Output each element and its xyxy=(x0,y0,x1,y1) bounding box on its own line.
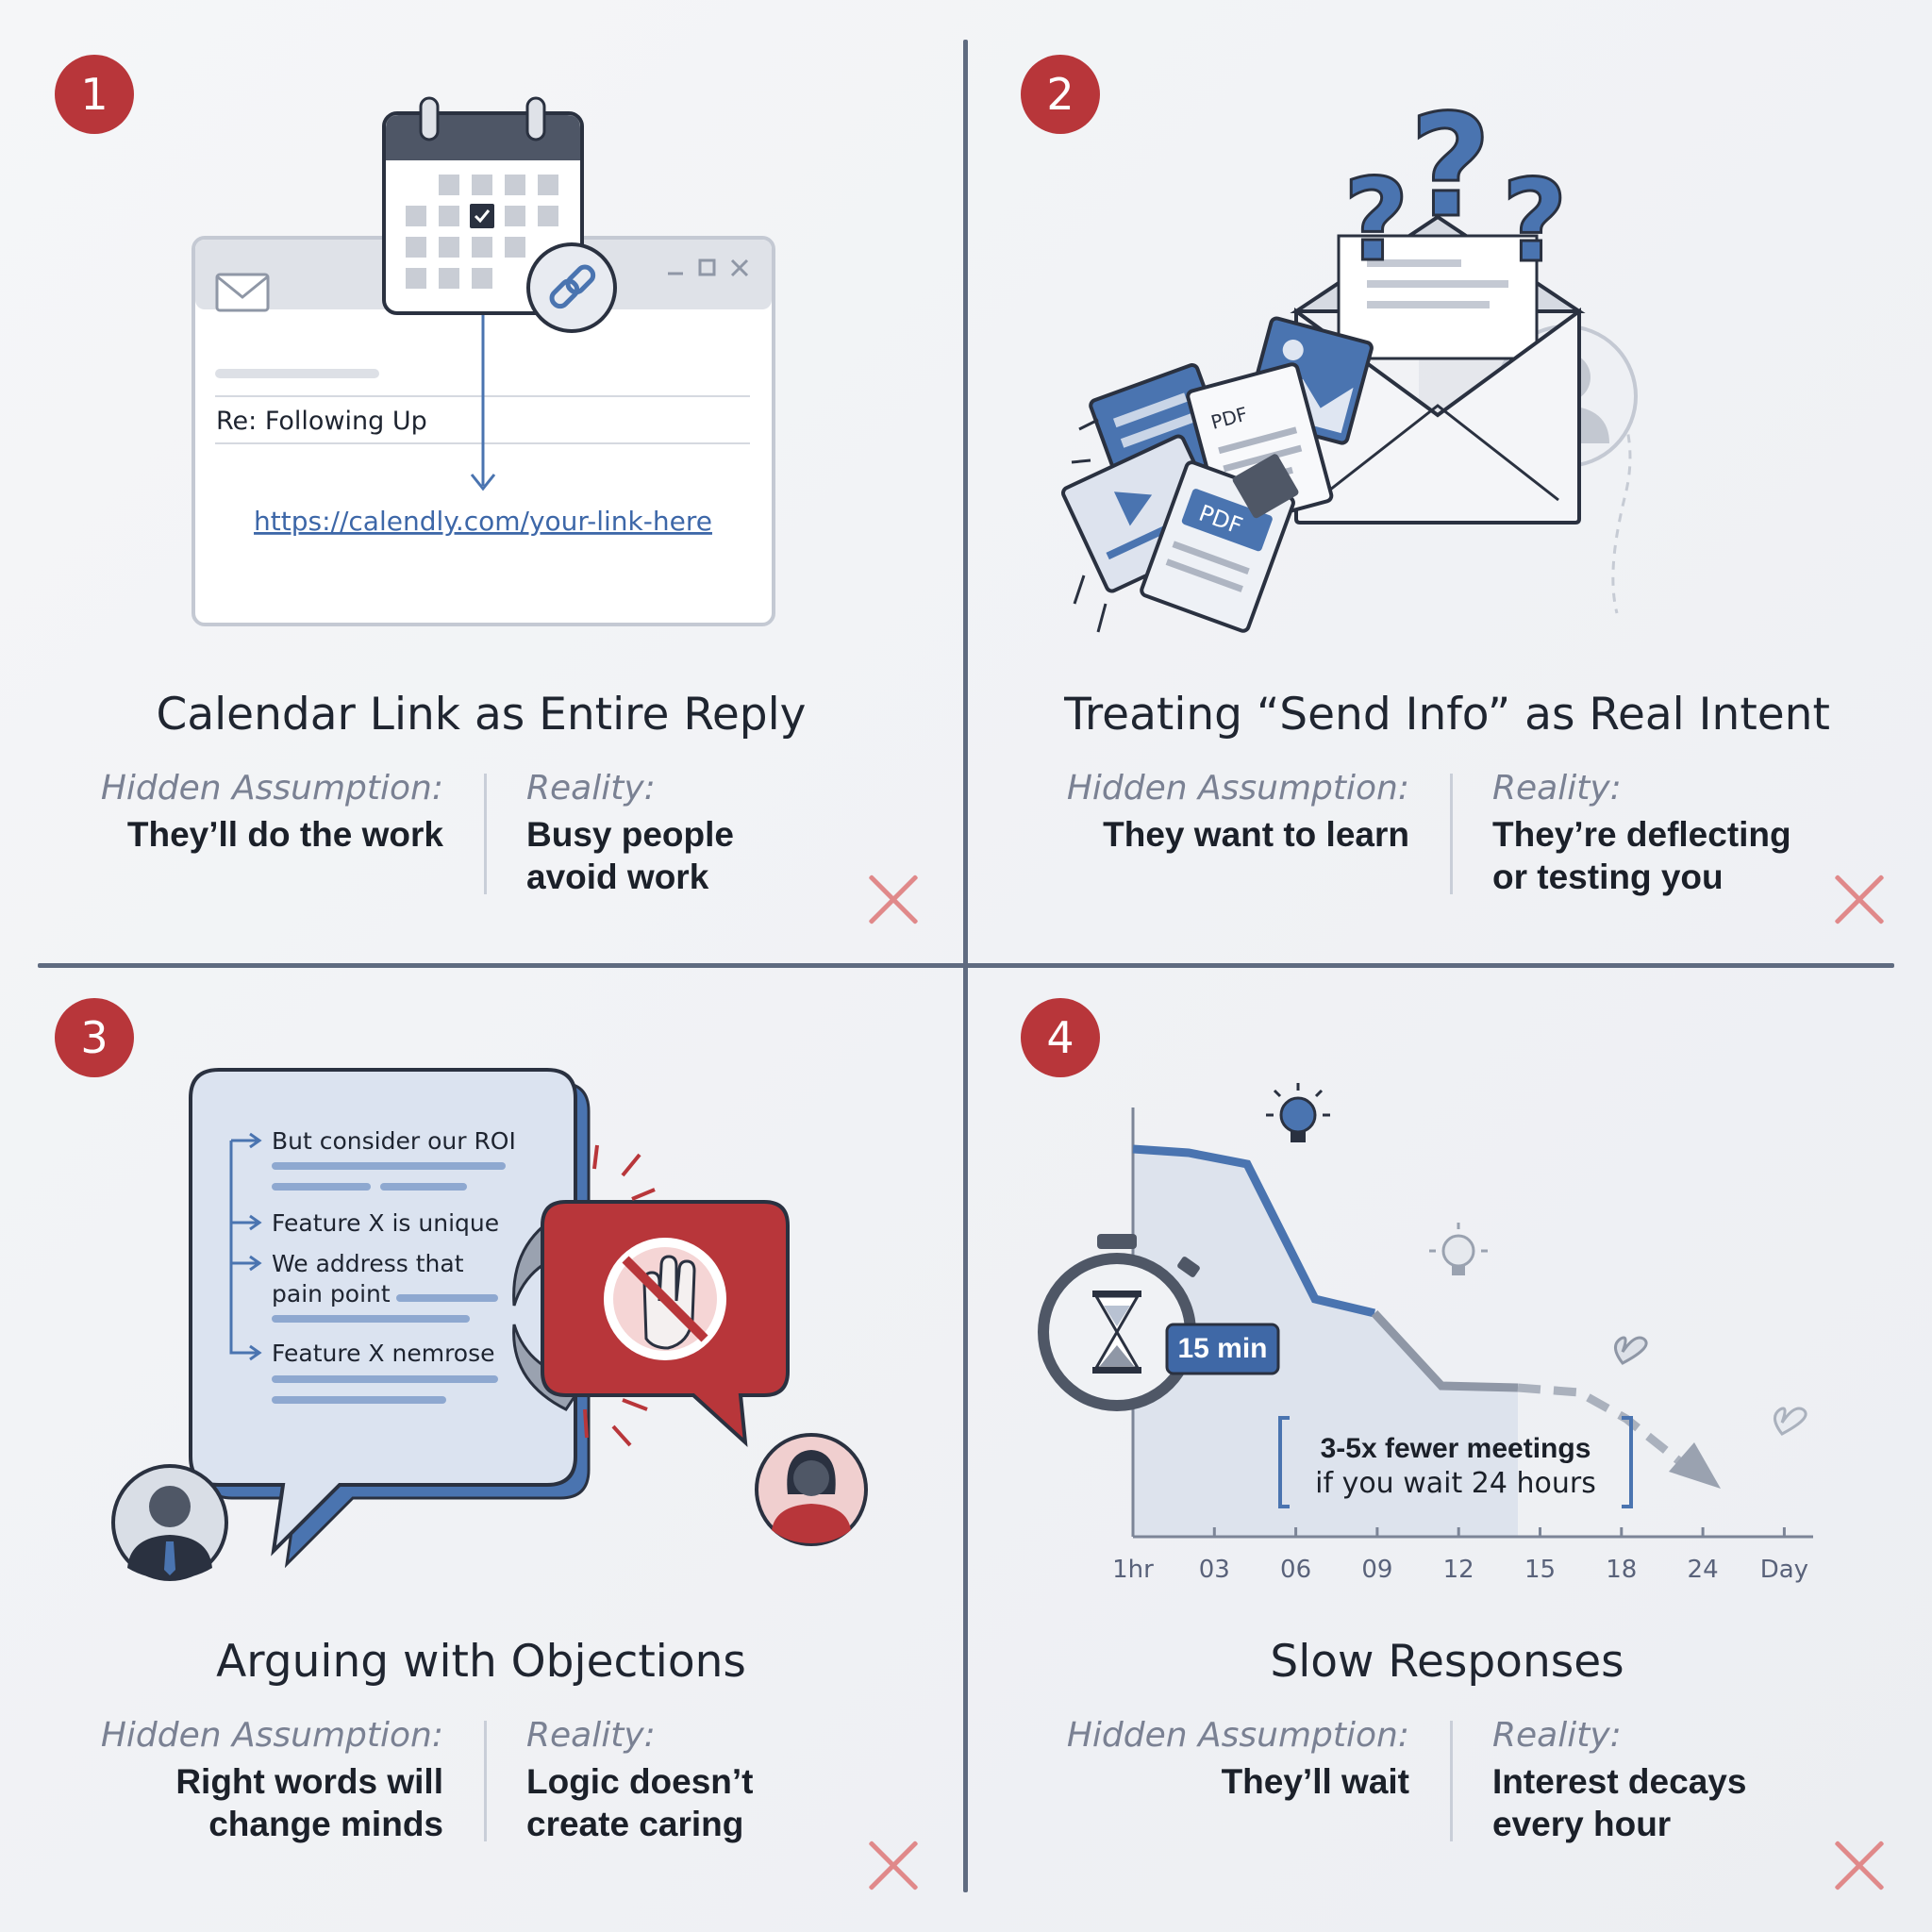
reality: Reality: Logic doesn’t create caring xyxy=(526,1716,941,1845)
argument-bubbles-illustration: But consider our ROI Feature X is unique… xyxy=(111,1068,868,1581)
dim-lightbulb-icon xyxy=(1429,1223,1488,1275)
decay-line-dashed xyxy=(1517,1383,1686,1468)
reality-line: every hour xyxy=(1492,1805,1672,1843)
panel-title: Arguing with Objections xyxy=(216,1636,746,1688)
arrow-icon xyxy=(1669,1442,1721,1489)
heart-icon xyxy=(1614,1336,1648,1365)
reality: Reality: Busy people avoid work xyxy=(526,769,941,898)
interest-decay-chart: 1hr 03 06 09 12 15 18 24 Day xyxy=(1038,1083,1813,1584)
reality-line: Logic doesn’t xyxy=(526,1762,754,1801)
link-icon xyxy=(526,242,617,333)
assumption-line: Right words will xyxy=(175,1762,443,1801)
x-tick-label: 18 xyxy=(1606,1556,1637,1584)
assumption-text: They’ll wait xyxy=(1221,1762,1409,1801)
hidden-assumption: Hidden Assumption: They’ll wait xyxy=(1023,1716,1409,1803)
x-mark-icon xyxy=(866,873,921,927)
x-tick-label: 09 xyxy=(1361,1556,1392,1584)
reality-label: Reality: xyxy=(1492,1716,1622,1755)
decay-line-mid xyxy=(1371,1309,1519,1392)
callout-line: 3-5x fewer meetings xyxy=(1321,1433,1591,1464)
decay-line-high xyxy=(1132,1144,1376,1318)
hidden-assumption: Hidden Assumption: They want to learn xyxy=(1023,769,1409,856)
callout-box: 3-5x fewer meetings if you wait 24 hours xyxy=(1278,1416,1633,1508)
x-mark-icon xyxy=(1832,1839,1887,1893)
panel-title: Treating “Send Info” as Real Intent xyxy=(1064,689,1830,741)
reality-line: or testing you xyxy=(1492,858,1724,896)
x-tick-label: 12 xyxy=(1443,1556,1474,1584)
panel-send-info: 2 ? ? ? xyxy=(966,0,1928,962)
assumption-label: Hidden Assumption: xyxy=(1066,769,1409,808)
x-tick-label: 15 xyxy=(1524,1556,1556,1584)
envelope-icon xyxy=(215,273,270,312)
callout-line: if you wait 24 hours xyxy=(1315,1467,1596,1500)
x-mark-icon xyxy=(1832,873,1887,927)
reality: Reality: Interest decays every hour xyxy=(1492,1716,1907,1845)
reality-line: They’re deflecting xyxy=(1492,815,1791,854)
calendar-icon xyxy=(382,96,584,315)
reality-label: Reality: xyxy=(526,1716,656,1755)
panel-number-badge: 2 xyxy=(1021,55,1100,134)
hidden-assumption: Hidden Assumption: They’ll do the work xyxy=(57,769,443,856)
x-tick-label: 24 xyxy=(1688,1556,1719,1584)
column-separator xyxy=(484,774,487,894)
bubble-line: Feature X nemrose xyxy=(272,1340,495,1367)
question-marks-icon: ? ? ? xyxy=(1342,84,1570,290)
stop-hand-icon xyxy=(604,1238,726,1360)
man-avatar xyxy=(111,1464,228,1581)
assumption-label: Hidden Assumption: xyxy=(100,769,443,808)
email-calendar-illustration: Re: Following Up https://calendly.com/yo… xyxy=(192,96,775,626)
reality-line: avoid work xyxy=(526,858,709,896)
bubble-line: But consider our ROI xyxy=(272,1127,516,1155)
panel-slow-responses: 4 1hr 03 06 09 12 15 18 24 Day xyxy=(966,966,1928,1928)
panel-calendar-link: 1 Re: Following Up https://calendly.com/… xyxy=(0,0,962,962)
bubble-line: We address that xyxy=(272,1250,464,1277)
assumption-label: Hidden Assumption: xyxy=(100,1716,443,1755)
column-separator xyxy=(484,1721,487,1841)
lightbulb-icon xyxy=(1266,1083,1330,1142)
x-tick-label: Day xyxy=(1760,1556,1808,1584)
close-icon[interactable] xyxy=(730,258,749,277)
reality: Reality: They’re deflecting or testing y… xyxy=(1492,769,1907,898)
hidden-assumption: Hidden Assumption: Right words will chan… xyxy=(57,1716,443,1845)
email-subject: Re: Following Up xyxy=(216,407,427,436)
panel-number-badge: 1 xyxy=(55,55,134,134)
envelope-documents-illustration: ? ? ? PDF xyxy=(1061,84,1638,633)
x-tick-label: 1hr xyxy=(1112,1556,1154,1584)
documents-pile: PDF PDF xyxy=(1061,316,1374,633)
x-tick-label: 03 xyxy=(1199,1556,1230,1584)
panel-title: Slow Responses xyxy=(1270,1636,1624,1688)
reality-line: Busy people xyxy=(526,815,734,854)
reality-label: Reality: xyxy=(526,769,656,808)
x-tick-label: 06 xyxy=(1280,1556,1311,1584)
svg-text:?: ? xyxy=(1409,85,1491,249)
bubble-line: pain point xyxy=(272,1280,391,1307)
timer-label: 15 min xyxy=(1177,1333,1267,1364)
assumption-text: They want to learn xyxy=(1103,815,1409,854)
timer-badge xyxy=(1165,1323,1280,1375)
assumption-label: Hidden Assumption: xyxy=(1066,1716,1409,1755)
svg-text:?: ? xyxy=(1502,157,1568,288)
reality-line: Interest decays xyxy=(1492,1762,1747,1801)
faded-heart-icon xyxy=(1774,1407,1807,1436)
reality-label: Reality: xyxy=(1492,769,1622,808)
panel-title: Calendar Link as Entire Reply xyxy=(156,689,807,741)
x-mark-icon xyxy=(866,1839,921,1893)
reality-line: create caring xyxy=(526,1805,744,1843)
panel-number-badge: 4 xyxy=(1021,998,1100,1077)
calendly-link[interactable]: https://calendly.com/your-link-here xyxy=(254,506,712,537)
svg-text:?: ? xyxy=(1343,156,1409,287)
horizontal-divider xyxy=(38,963,1894,968)
bubble-line: Feature X is unique xyxy=(272,1209,499,1237)
panel-arguing-objections: 3 But consider our ROI Feature X is uniq… xyxy=(0,966,962,1928)
panel-number-badge: 3 xyxy=(55,998,134,1077)
column-separator xyxy=(1450,774,1453,894)
assumption-line: change minds xyxy=(208,1805,443,1843)
woman-avatar xyxy=(755,1433,868,1546)
assumption-text: They’ll do the work xyxy=(126,815,443,854)
column-separator xyxy=(1450,1721,1453,1841)
maximize-icon[interactable] xyxy=(698,258,716,276)
